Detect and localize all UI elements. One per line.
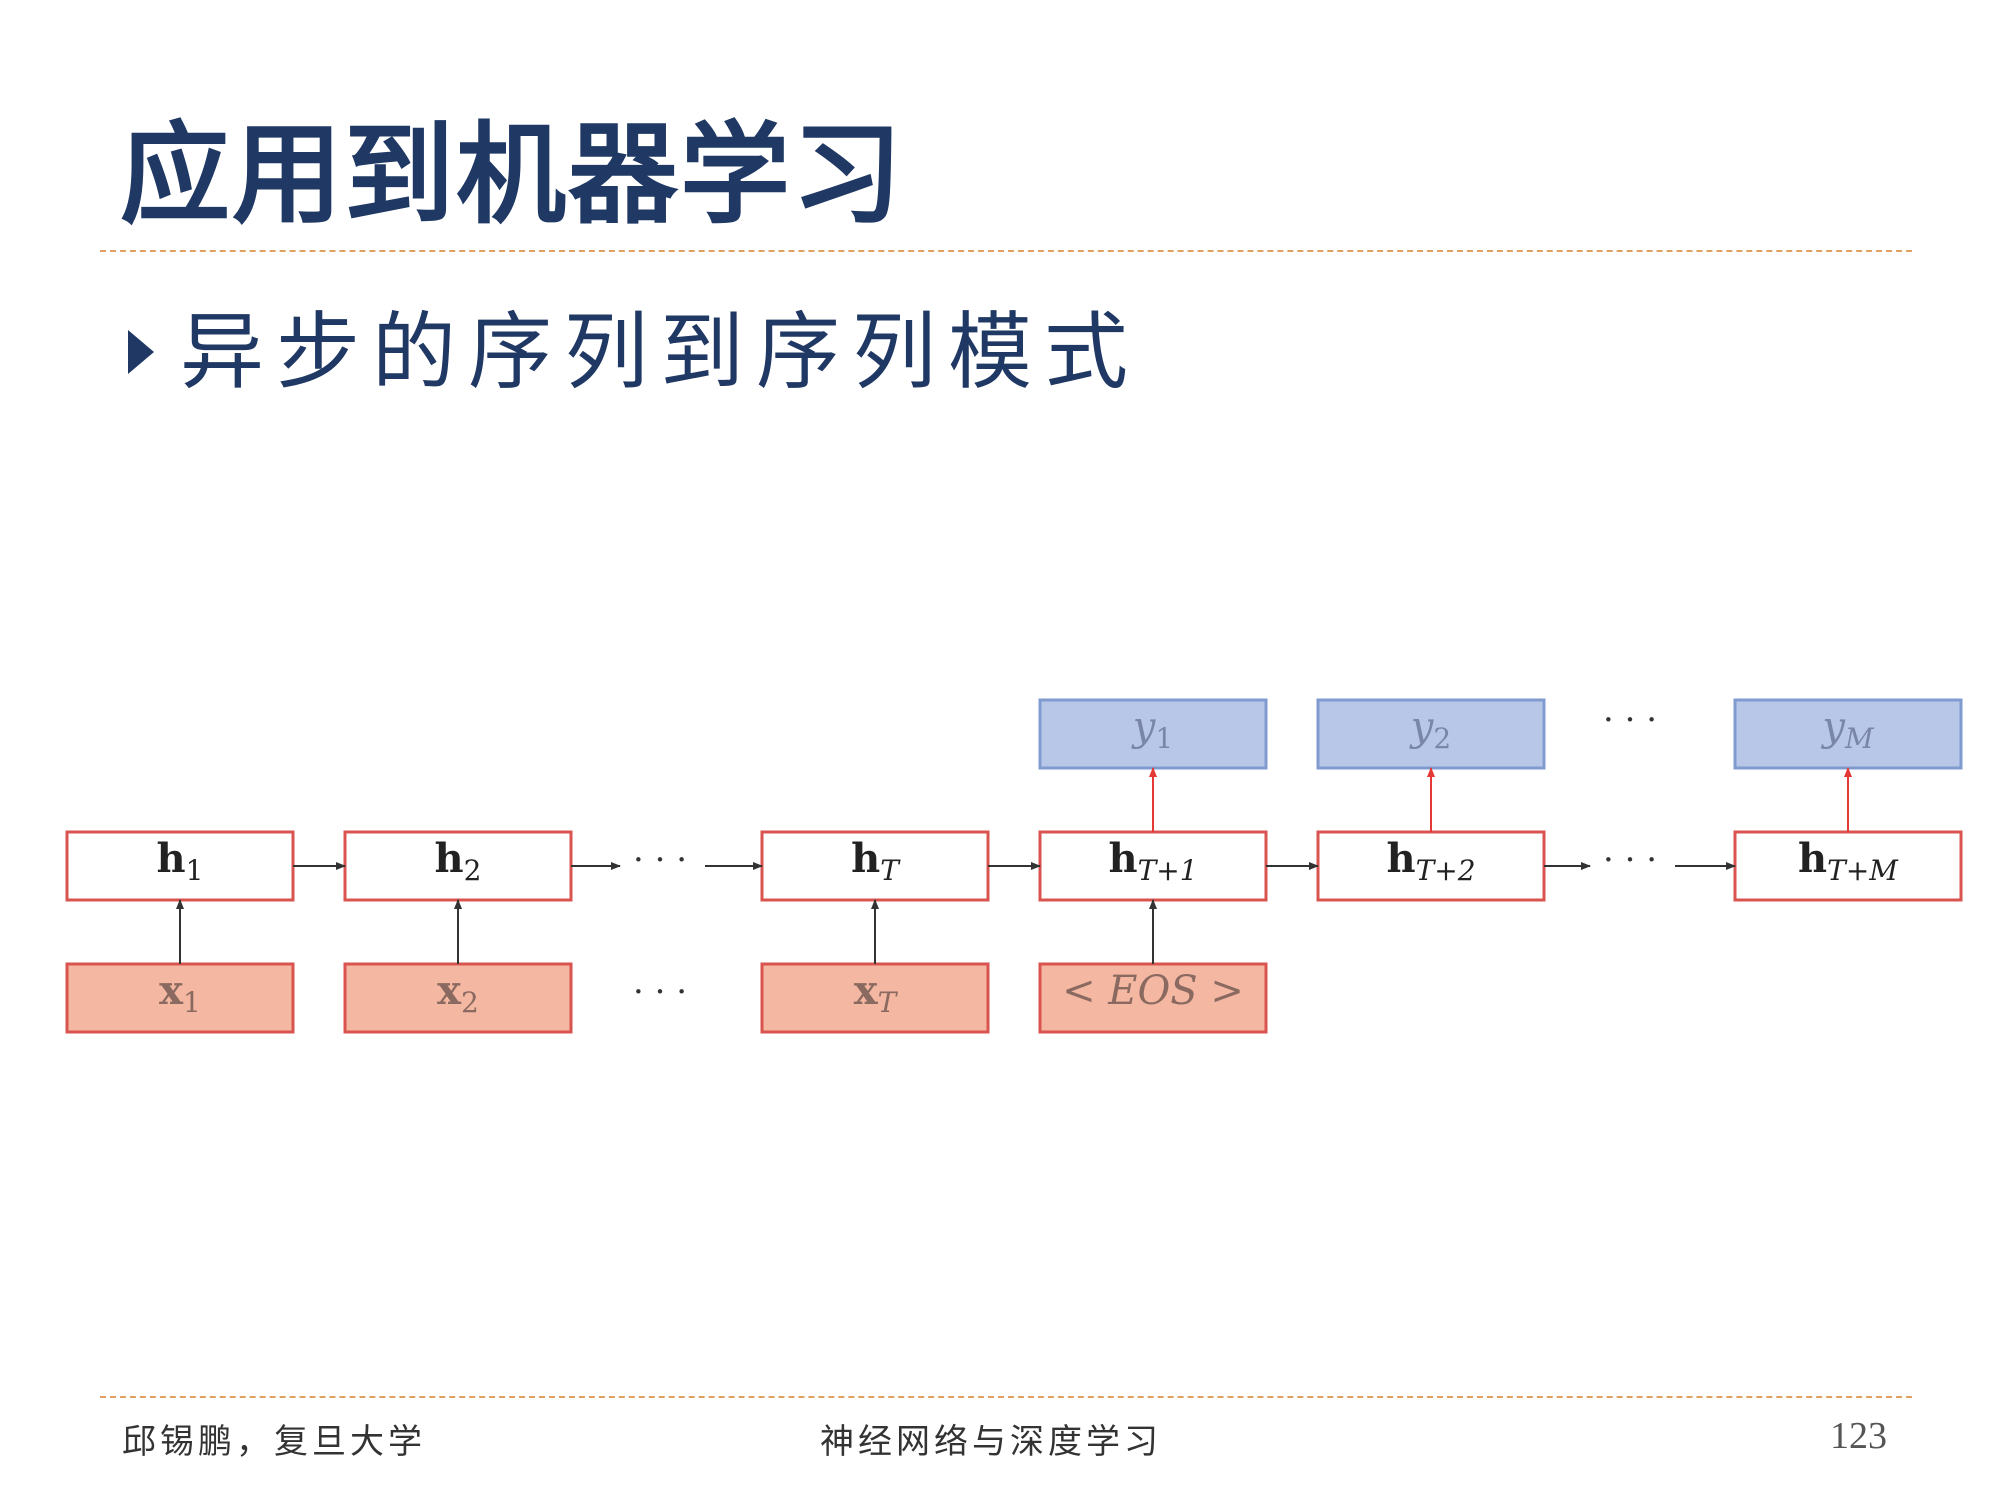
output-label: y2 (1409, 704, 1451, 755)
input-ellipsis: · · · (633, 972, 687, 1012)
output-label: yM (1820, 704, 1875, 755)
input-label: x1 (159, 967, 201, 1019)
hidden-state-label: h1 (157, 835, 204, 887)
footer-course: 神经网络与深度学习 (820, 1422, 1162, 1462)
hidden-state-label: hT+2 (1386, 835, 1475, 887)
input-box (1038, 962, 1268, 1034)
hidden-state-box (1733, 830, 1963, 902)
output-box (1038, 698, 1268, 770)
footer-author: 邱锡鹏，复旦大学 (122, 1422, 426, 1462)
hidden-state-label: hT+1 (1108, 835, 1197, 887)
hidden-state-label: hT (851, 835, 901, 887)
footer-divider (100, 1396, 1912, 1398)
input-box (343, 962, 573, 1034)
hidden-ellipsis: · · · (1603, 840, 1657, 880)
page-number: 123 (1830, 1415, 1887, 1457)
slide-title: 应用到机器学习 (120, 111, 904, 239)
input-label: < EOS > (1062, 968, 1244, 1014)
triangle-bullet-icon (128, 330, 154, 374)
hidden-state-label: h2 (435, 835, 482, 887)
input-box (65, 962, 295, 1034)
bullet-text: 异步的序列到序列模式 (180, 303, 1141, 401)
hidden-ellipsis: · · · (633, 840, 687, 880)
bullet-item: 异步的序列到序列模式 (128, 310, 1140, 394)
hidden-state-label: hT+M (1798, 835, 1899, 887)
hidden-state-box (343, 830, 573, 902)
output-label: y1 (1131, 704, 1173, 755)
hidden-state-box (1316, 830, 1546, 902)
output-box (1316, 698, 1546, 770)
input-label: xT (854, 967, 899, 1019)
input-label: x2 (437, 967, 479, 1019)
title-divider (100, 250, 1912, 252)
output-ellipsis: · · · (1603, 700, 1657, 740)
